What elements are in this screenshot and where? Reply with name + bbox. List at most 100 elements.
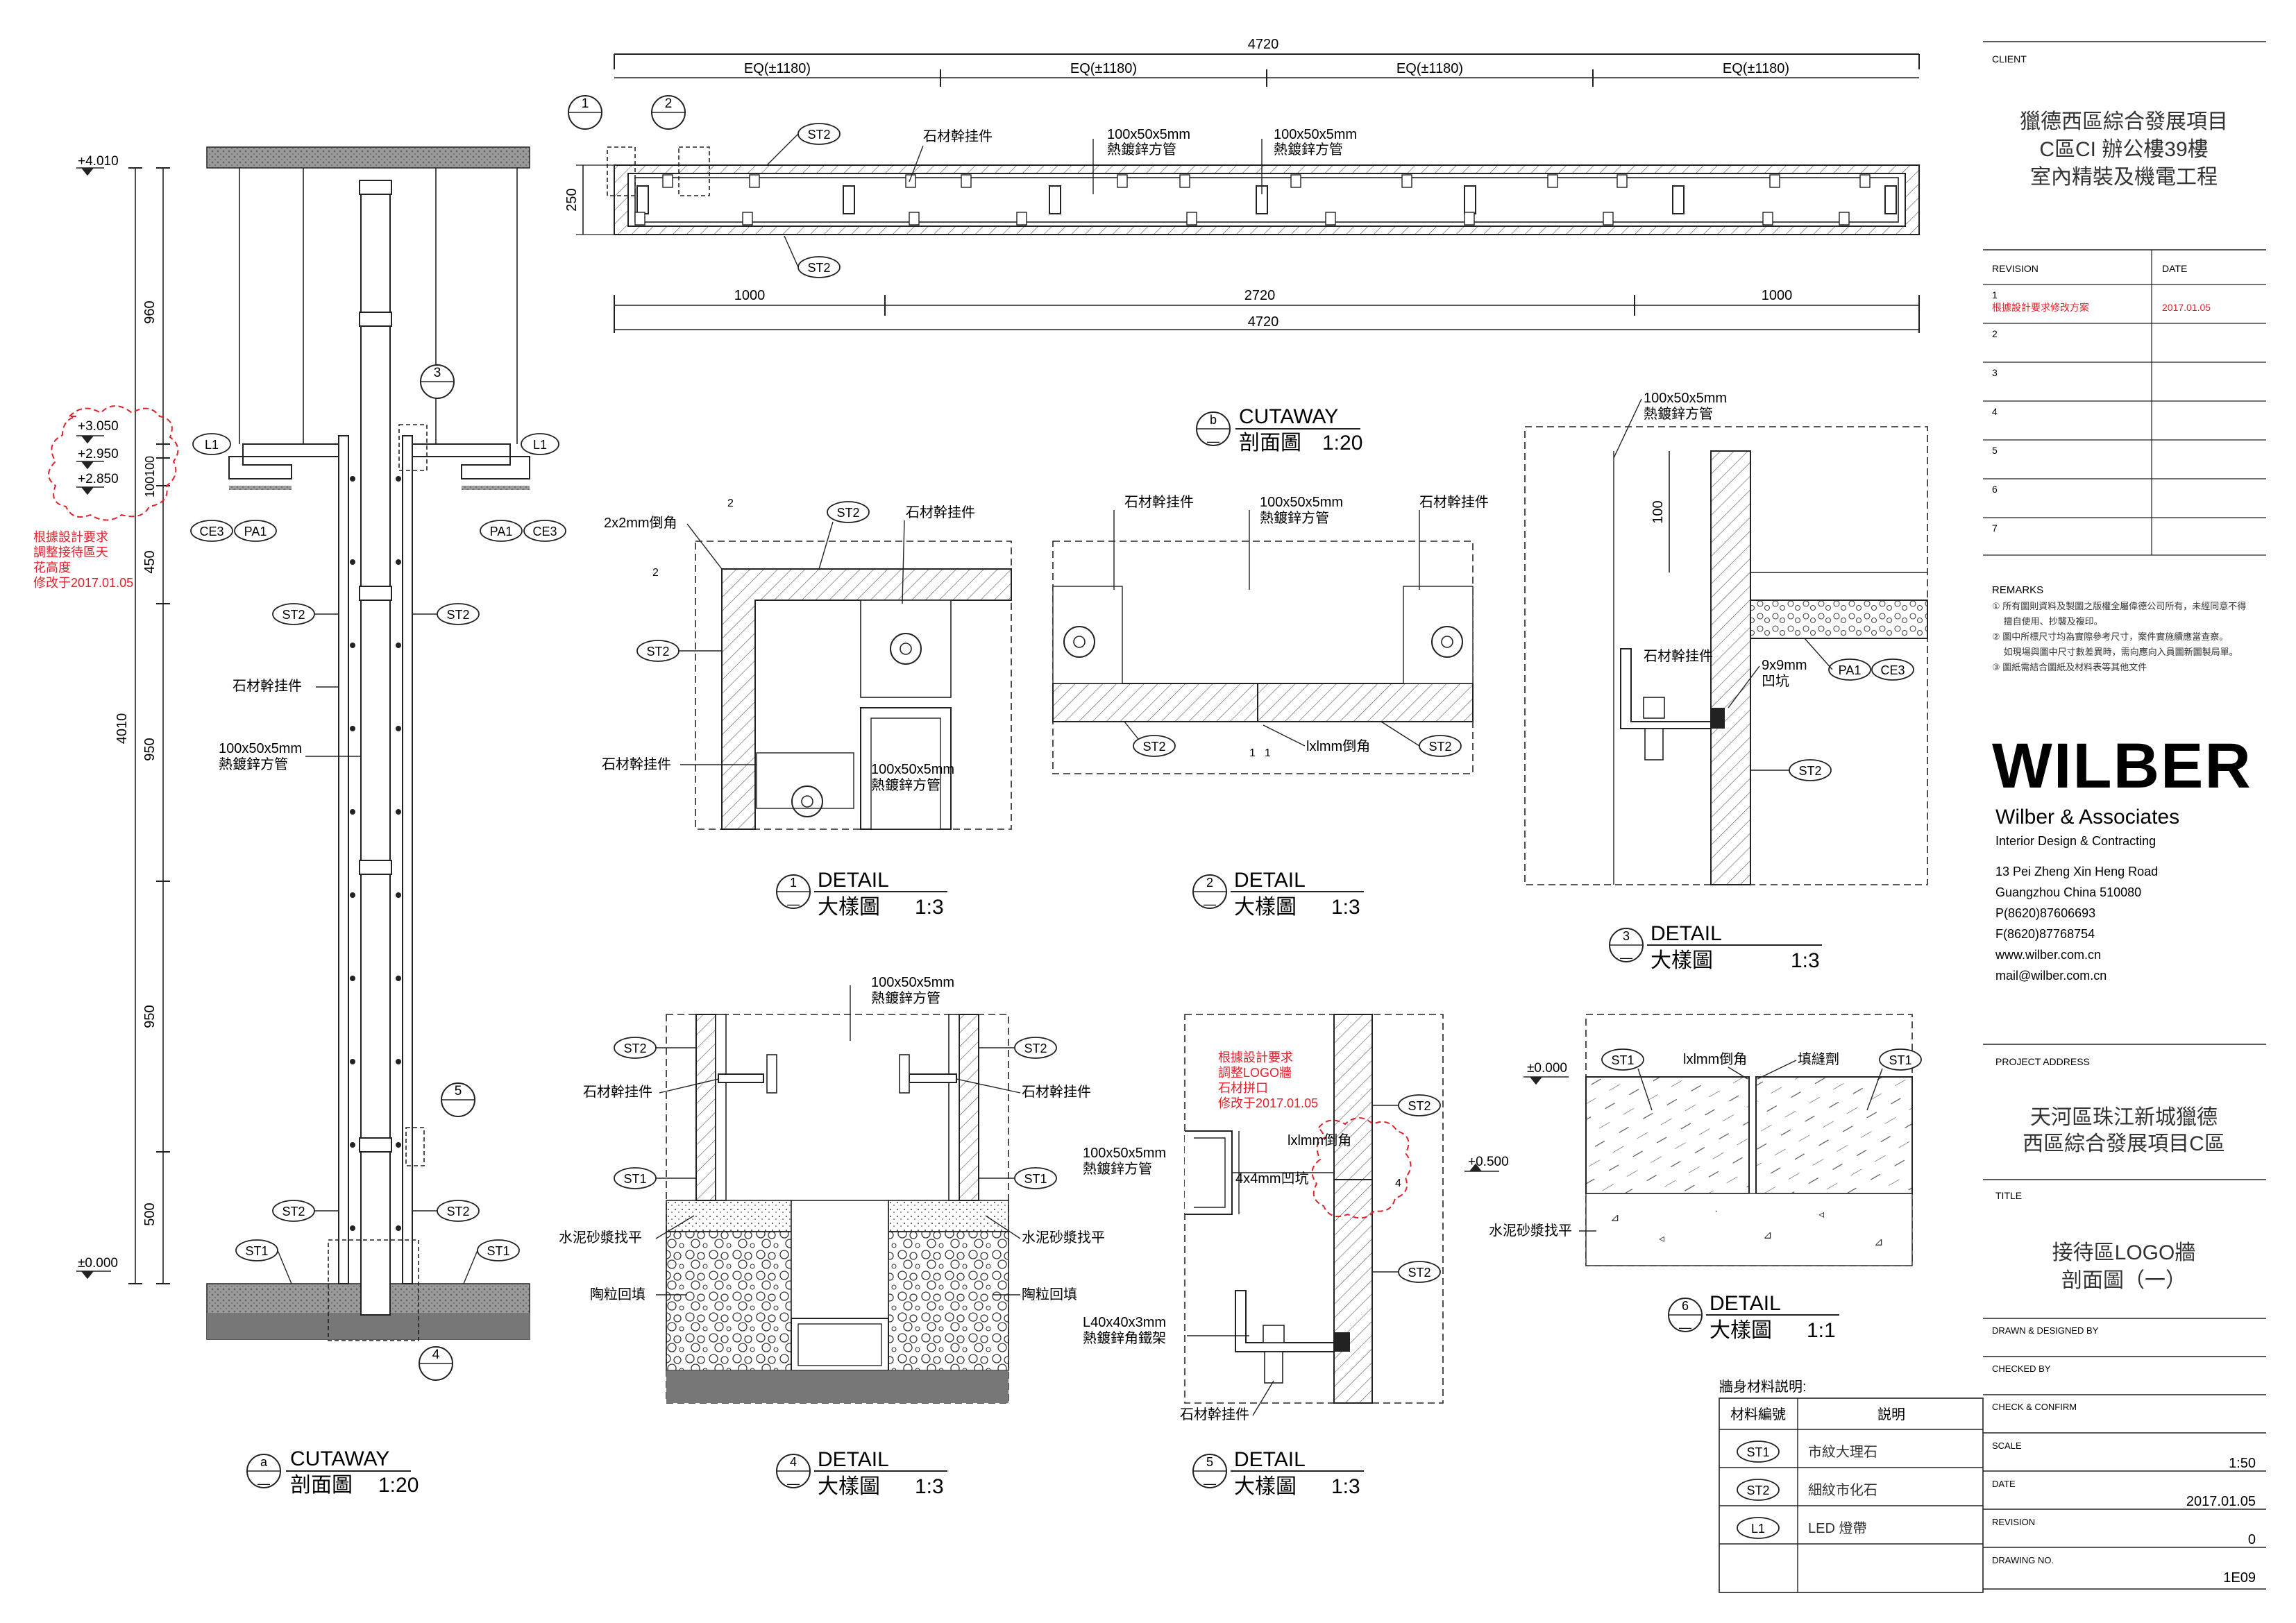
svg-text:2: 2 [665,96,673,111]
svg-text:調整LOGO牆: 調整LOGO牆 [1218,1066,1292,1080]
dim-bottom-3: 1000 [1762,288,1793,303]
svg-text:6: 6 [1992,484,1998,495]
svg-text:陶粒回填: 陶粒回填 [590,1286,645,1302]
callout-1-top: 1 [568,95,636,196]
svg-text:DATE: DATE [1992,1479,2016,1489]
svg-text:調整接待區天: 調整接待區天 [33,545,108,559]
svg-text:REVISION: REVISION [1992,1517,2035,1527]
svg-text:1:3: 1:3 [1331,896,1360,919]
svg-text:如現場與圖中尺寸數差異時，需向應向入員圖新圖製局單。: 如現場與圖中尺寸數差異時，需向應向入員圖新圖製局單。 [1992,647,2238,657]
dim-eq-2: EQ(±1180) [1070,61,1137,76]
svg-text:3: 3 [1623,929,1630,943]
svg-text:7: 7 [1992,522,1998,534]
svg-text:ST2: ST2 [646,645,669,658]
tag-st2-plan-bottom: ST2 [784,235,841,278]
svg-text:修改于2017.01.05: 修改于2017.01.05 [33,576,133,590]
svg-text:ST2: ST2 [1428,740,1451,754]
svg-text:Interior Design & Contracting: Interior Design & Contracting [1995,834,2156,848]
dim-eq-3: EQ(±1180) [1396,61,1463,76]
svg-text:L1: L1 [1751,1522,1765,1536]
svg-text:石材幹挂件: 石材幹挂件 [1180,1406,1249,1422]
svg-text:石材幹挂件: 石材幹挂件 [906,504,975,520]
svg-text:CE3: CE3 [1880,663,1905,677]
svg-text:擅自使用、抄襲及複印。: 擅自使用、抄襲及複印。 [1992,616,2103,627]
svg-text:5: 5 [1992,445,1998,456]
svg-text:西區綜合發展項目C區: 西區綜合發展項目C區 [2023,1132,2225,1155]
svg-text:CHECKED BY: CHECKED BY [1992,1363,2051,1374]
svg-text:獵德西區綜合發展項目: 獵德西區綜合發展項目 [2020,110,2228,133]
svg-text:b: b [1210,413,1217,427]
svg-text:③ 圖紙需結合圖紙及材料表等其他文件: ③ 圖紙需結合圖紙及材料表等其他文件 [1992,662,2147,672]
svg-text:ST2: ST2 [446,1205,469,1218]
svg-text:ST2: ST2 [1024,1042,1047,1055]
svg-text:2x2mm倒角: 2x2mm倒角 [604,515,677,531]
svg-text:5: 5 [1206,1455,1213,1469]
svg-text:1: 1 [582,96,589,111]
svg-text:+0.500: +0.500 [1468,1155,1509,1169]
svg-text:1:1: 1:1 [1807,1319,1836,1342]
svg-text:—: — [258,1477,270,1490]
svg-text:熱鍍鋅方管: 熱鍍鋅方管 [219,756,288,772]
svg-text:1: 1 [790,876,797,890]
svg-text:修改于2017.01.05: 修改于2017.01.05 [1218,1096,1318,1110]
svg-text:—: — [1620,951,1632,965]
svg-text:石材幹挂件: 石材幹挂件 [602,756,671,772]
svg-text:熱鍍鋅方管: 熱鍍鋅方管 [1083,1161,1152,1177]
svg-text:水泥砂漿找平: 水泥砂漿找平 [1489,1223,1572,1239]
svg-text:DETAIL: DETAIL [1710,1292,1781,1315]
svg-text:② 圖中所標尺寸均為實際參考尺寸，案件實施續應當查察。: ② 圖中所標尺寸均為實際參考尺寸，案件實施續應當查察。 [1992,631,2228,642]
detail-6: ⊿◃· ⊿◃⊿ ±0.000 ST1 ST1 lxlmm倒角 填縫劑 水泥砂漿找… [1489,1014,1922,1342]
svg-text:ST2: ST2 [807,128,830,142]
svg-text:DRAWING NO.: DRAWING NO. [1992,1555,2054,1565]
svg-text:石材幹挂件: 石材幹挂件 [583,1083,652,1100]
dim-total-top: 4720 [1248,37,1279,52]
callout-5-section: 5 [405,1082,475,1166]
cutaway-b-plan: 4720 EQ(±1180) EQ(±1180) EQ(±1180) EQ(±1… [564,37,1920,454]
svg-text:ST2: ST2 [282,1205,305,1218]
svg-text:3: 3 [1992,367,1998,378]
callout-3-section: 3 [398,364,455,471]
svg-text:⊿: ⊿ [1610,1212,1619,1224]
svg-text:水泥砂漿找平: 水泥砂漿找平 [1022,1230,1105,1246]
svg-text:CUTAWAY: CUTAWAY [1239,405,1338,428]
wilber-logo: WILBER [1992,731,2252,801]
svg-text:石材幹挂件: 石材幹挂件 [1124,493,1194,510]
svg-text:DATE: DATE [2162,263,2187,274]
svg-text:石材幹挂件: 石材幹挂件 [1419,493,1489,510]
svg-text:大樣圖: 大樣圖 [1234,1475,1297,1498]
svg-text:100x50x5mm: 100x50x5mm [871,762,954,777]
svg-text:PA1: PA1 [1839,663,1862,677]
svg-text:4: 4 [432,1348,440,1362]
svg-text:2: 2 [652,567,659,579]
note-tube-plan-1b: 熱鍍鋅方管 [1107,142,1176,158]
title-detail-3: 3 — DETAIL 大樣圖 1:3 [1609,922,1822,972]
svg-text:大樣圖: 大樣圖 [818,1475,880,1498]
svg-text:凹坑: 凹坑 [1762,673,1789,689]
svg-text:5: 5 [455,1084,462,1098]
svg-text:4x4mm凹坑: 4x4mm凹坑 [1235,1171,1309,1187]
svg-text:+2.950: +2.950 [78,447,119,461]
svg-text:根據設計要求: 根據設計要求 [1218,1051,1293,1064]
svg-text:4: 4 [1992,406,1998,417]
svg-text:6: 6 [1682,1299,1689,1313]
svg-text:DETAIL: DETAIL [818,1448,889,1471]
svg-text:SCALE: SCALE [1992,1441,2022,1451]
svg-text:REVISION: REVISION [1992,263,2038,274]
svg-text:ST2: ST2 [1746,1484,1769,1497]
svg-text:材料編號: 材料編號 [1730,1407,1786,1422]
note-hanger-plan: 石材幹挂件 [923,128,993,144]
svg-text:1:3: 1:3 [1331,1475,1360,1498]
dim-bottom-2: 2720 [1244,288,1276,303]
svg-text:DETAIL: DETAIL [1234,1448,1306,1471]
svg-text:a: a [260,1455,268,1469]
svg-text:1: 1 [1992,289,1998,300]
title-detail-2: 2 — DETAIL 大樣圖 1:3 [1192,869,1364,919]
svg-text:2: 2 [1992,328,1998,339]
svg-text:天河區珠江新城獵德: 天河區珠江新城獵德 [2030,1106,2218,1129]
svg-text:±0.000: ±0.000 [1527,1061,1567,1076]
svg-text:ST2: ST2 [446,608,469,622]
note-tube-plan-1: 100x50x5mm [1107,127,1190,142]
svg-text:950: 950 [142,1005,158,1028]
svg-text:ST1: ST1 [1611,1053,1634,1067]
svg-text:ST1: ST1 [245,1244,268,1258]
